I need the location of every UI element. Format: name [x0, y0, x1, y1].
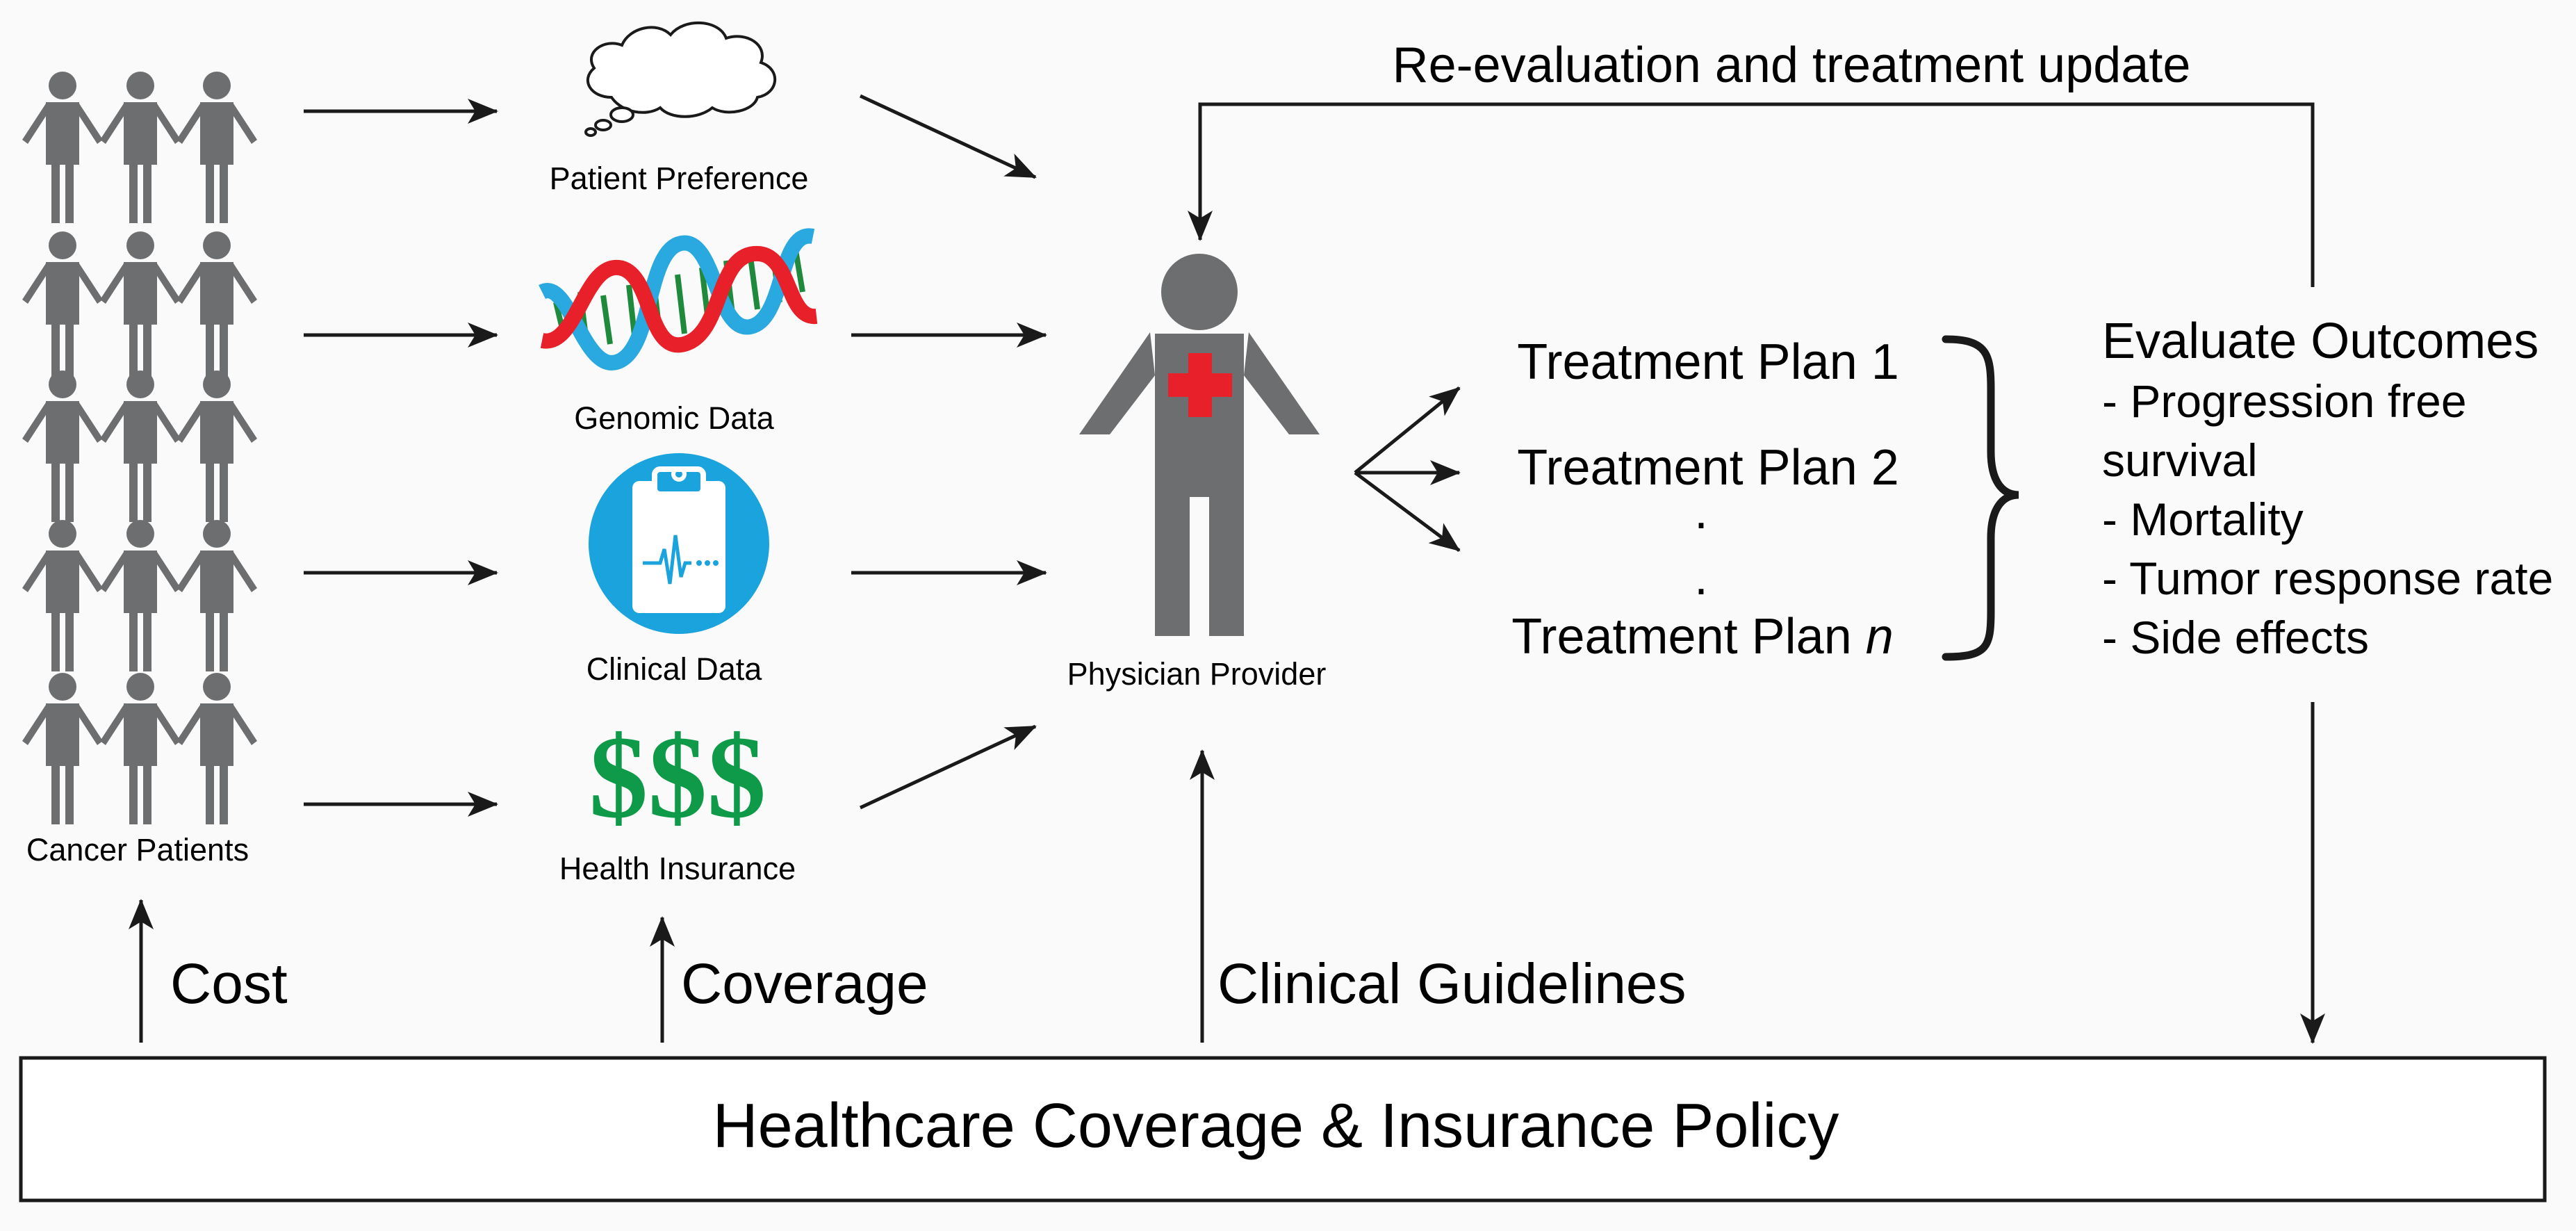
patient-figure-icon: [100, 673, 181, 824]
patient-figure-icon: [22, 231, 103, 383]
outcome-line: - Tumor response rate: [2102, 553, 2553, 604]
cost-label: Cost: [170, 952, 288, 1016]
dollar-signs-icon: $$$: [589, 712, 766, 842]
treatment-plan-2: Treatment Plan 2: [1517, 440, 1899, 496]
arrow-to-plan-n: [1354, 471, 1461, 553]
thought-cloud-icon: [584, 21, 776, 137]
patient-figure-icon: [177, 370, 257, 522]
physician-icon: [1079, 254, 1320, 636]
treatment-plan-n-italic: n: [1866, 609, 1894, 665]
outcome-line: - Progression free: [2102, 375, 2467, 427]
health-insurance-label: Health Insurance: [559, 851, 796, 886]
patient-figure-icon: [100, 231, 181, 383]
policy-upward-arrows: [129, 749, 1215, 1043]
patient-group-1: [22, 72, 257, 223]
patient-figure-icon: [22, 520, 103, 671]
dna-helix-icon: [539, 228, 818, 370]
clinical-guidelines-label: Clinical Guidelines: [1217, 952, 1687, 1016]
patient-figure-icon: [100, 370, 181, 522]
evaluate-outcomes-title: Evaluate Outcomes: [2102, 313, 2538, 369]
treatment-ellipsis-dot: .: [1694, 550, 1708, 605]
arrow-insurance-to-physician: [859, 724, 1037, 810]
treatment-plan-n: Treatment Plan n: [1511, 609, 1894, 665]
coverage-label: Coverage: [681, 952, 928, 1016]
patient-figure-icon: [177, 72, 257, 223]
physician-provider-label: Physician Provider: [1067, 656, 1327, 692]
patient-figure-icon: [22, 673, 103, 824]
patient-figure-icon: [177, 673, 257, 824]
input-to-physician-arrows: [851, 94, 1047, 810]
policy-box: [19, 1056, 2547, 1203]
treatment-ellipsis-dot: .: [1694, 484, 1708, 539]
arrow-to-plan-1: [1354, 386, 1461, 474]
outcome-line: - Side effects: [2102, 612, 2369, 663]
treatment-plan-n-prefix: Treatment Plan: [1511, 609, 1866, 665]
re-evaluation-label: Re-evaluation and treatment update: [1393, 38, 2191, 93]
patient-figure-icon: [177, 520, 257, 671]
patient-figure-icon: [22, 370, 103, 522]
arrow-preference-to-physician: [859, 94, 1037, 179]
medical-cross-icon: [1168, 353, 1232, 417]
treatment-plan-1: Treatment Plan 1: [1517, 334, 1899, 390]
outcome-line: survival: [2102, 434, 2258, 486]
policy-box-label: Healthcare Coverage & Insurance Policy: [713, 1091, 1839, 1161]
patient-figure-icon: [22, 72, 103, 223]
clinical-data-label: Clinical Data: [586, 651, 763, 687]
clipboard-icon: [589, 453, 769, 634]
patient-figure-icon: [100, 72, 181, 223]
patient-group-5: [22, 673, 257, 824]
patient-group-2: [22, 231, 257, 383]
outcome-line: - Mortality: [2102, 494, 2304, 545]
patient-group-4: [22, 520, 257, 671]
physician-to-plans-arrows: [1354, 386, 1461, 553]
curly-brace: [1942, 335, 2019, 661]
patient-to-input-arrows: [304, 99, 498, 817]
patient-group-3: [22, 370, 257, 522]
patient-preference-label: Patient Preference: [550, 161, 809, 196]
patient-figure-icon: [177, 231, 257, 383]
genomic-data-label: Genomic Data: [574, 400, 775, 436]
feedback-loop-arrow: [1188, 102, 2315, 287]
patient-figure-icon: [100, 520, 181, 671]
cancer-patients-label: Cancer Patients: [26, 832, 249, 867]
